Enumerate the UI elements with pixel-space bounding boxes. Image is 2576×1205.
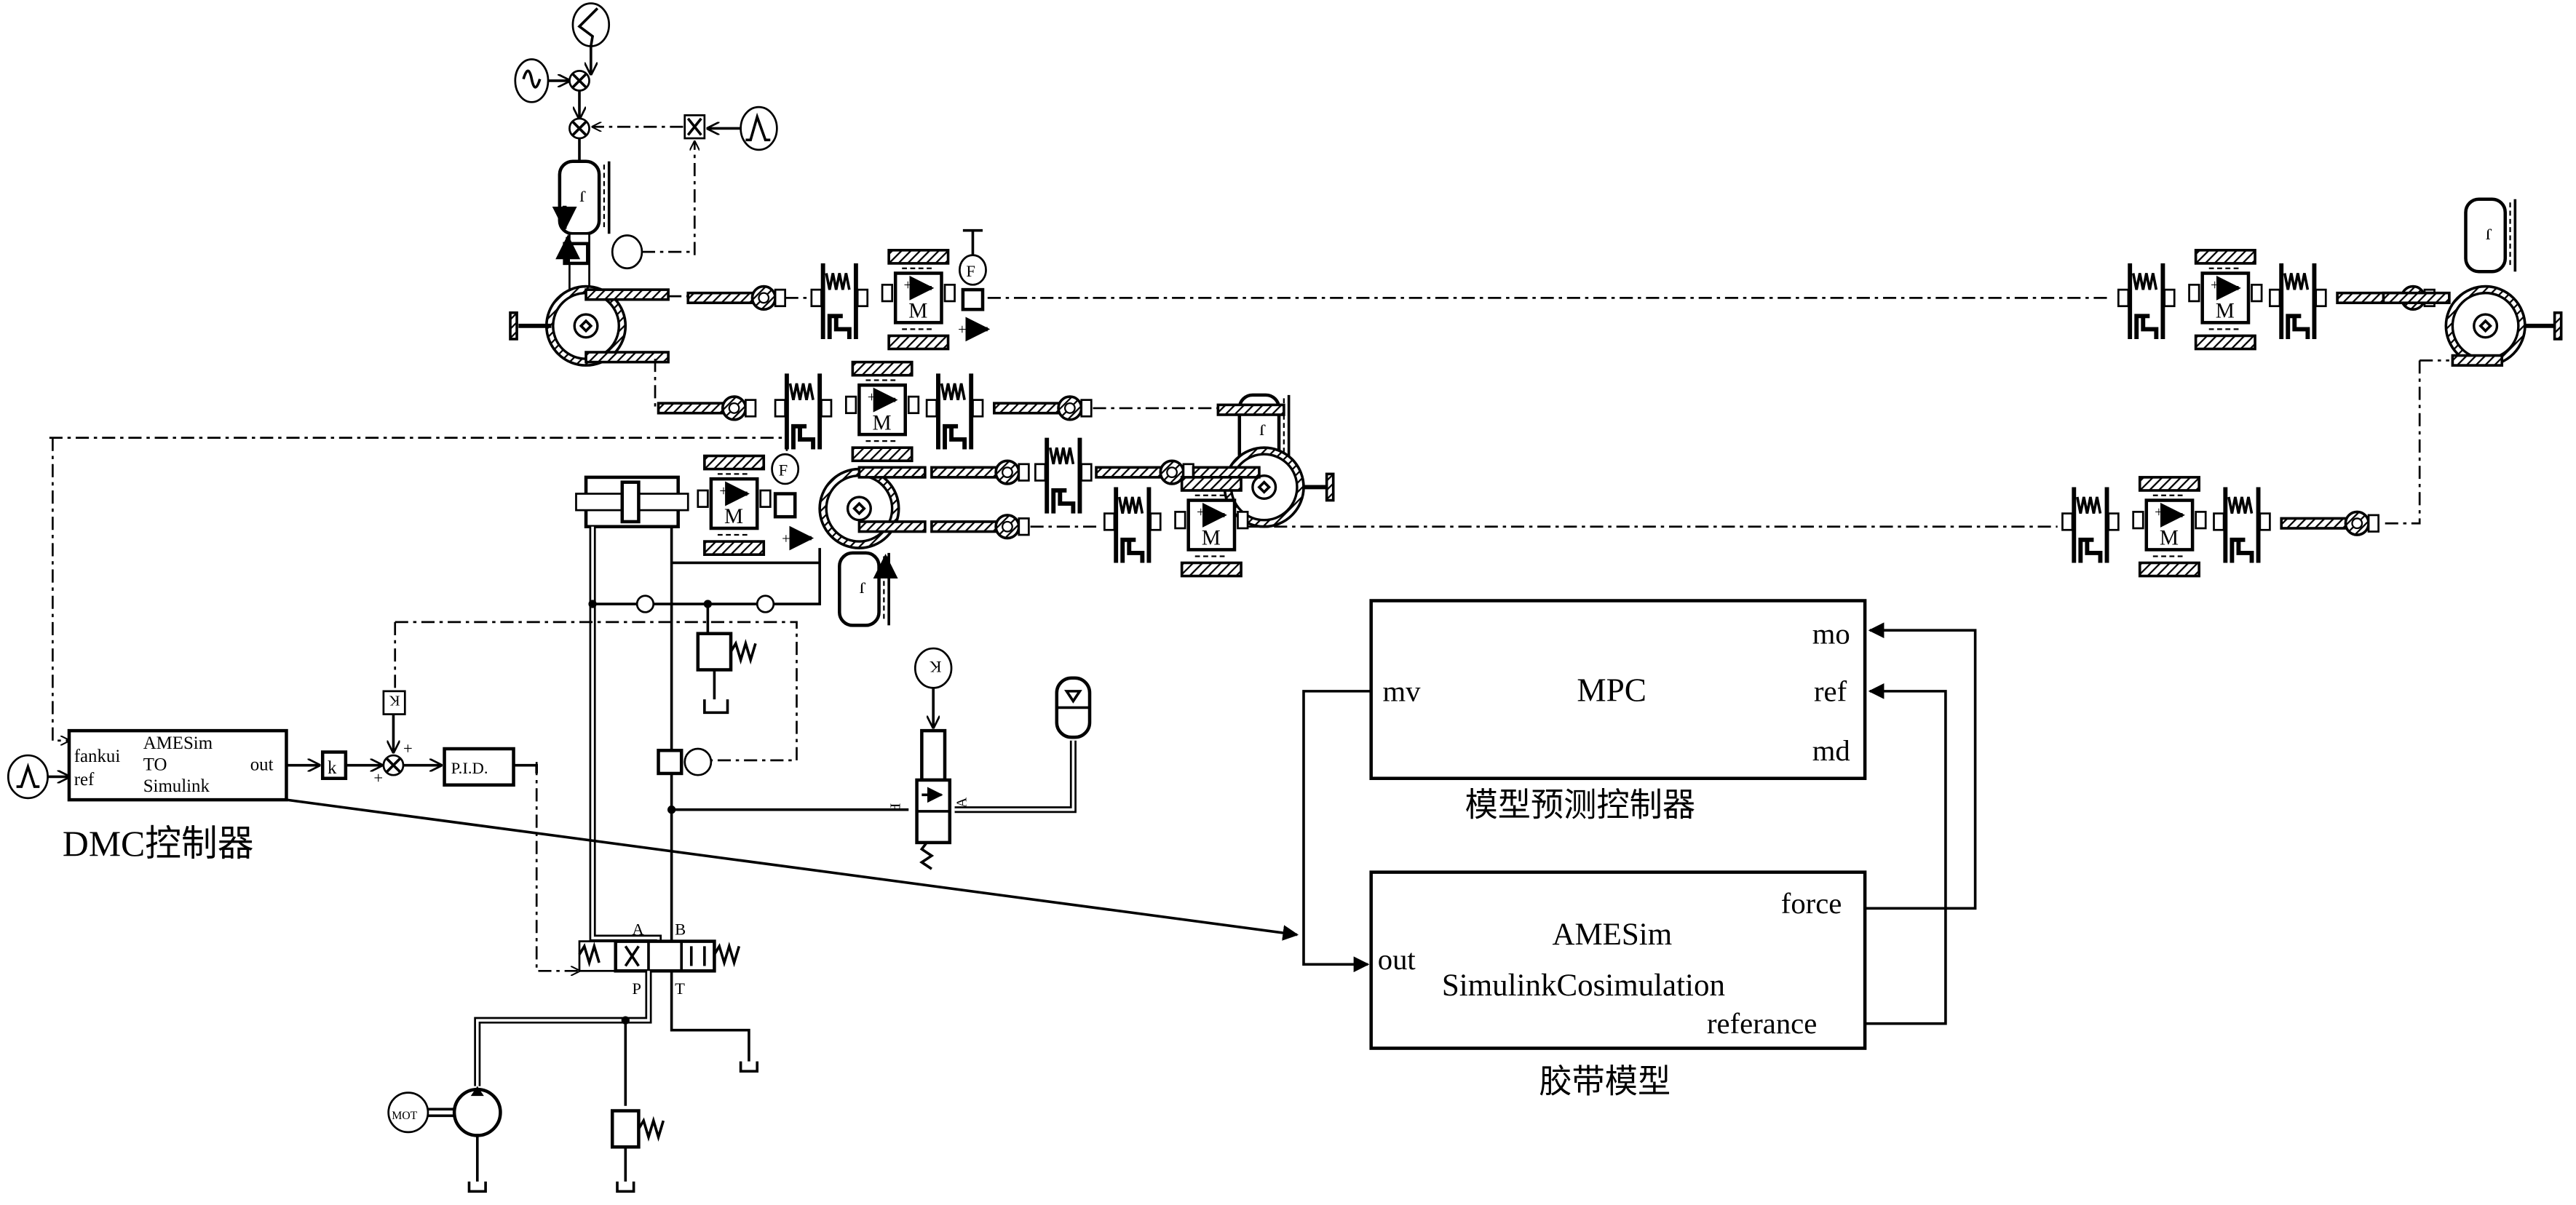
constant-label: K	[389, 693, 400, 709]
signal-chain: k + + K P.I.D.	[286, 621, 1299, 941]
check-valve-icon	[756, 594, 775, 613]
relief-valve-2	[610, 1109, 641, 1149]
belt-title-line-2: SimulinkCosimulation	[1442, 969, 1725, 1003]
belt-caption: 胶带模型	[1539, 1064, 1671, 1100]
belt-port-referance: referance	[1707, 1007, 1817, 1040]
signal-sources-top	[514, 2, 778, 255]
belt-model[interactable]: AMESim SimulinkCosimulation out force re…	[1369, 870, 1867, 1100]
mpc-input-mv: mv	[1383, 675, 1422, 707]
feedback-wiring	[1302, 622, 1977, 1025]
sum-sign-left: +	[373, 769, 383, 787]
dmc-controller[interactable]: fankui ref AMESim TO Simulink out DMC控制器	[7, 437, 288, 864]
reference-source-icon	[7, 754, 49, 800]
belt-model-block	[1369, 870, 1867, 1050]
svg-text:+: +	[782, 530, 790, 546]
mpc-port-md: md	[1812, 734, 1850, 767]
hydraulic-circuit: K P A A B P T MOT	[387, 526, 1092, 1193]
belt-row-top: F +	[509, 199, 2563, 525]
belt-title-line-1: AMESim	[1552, 918, 1672, 952]
source-icon-pulse	[740, 106, 778, 151]
pump-icon	[452, 1087, 502, 1137]
svg-text:+: +	[958, 322, 966, 338]
speed-sensor-icon	[611, 234, 643, 270]
solenoid-signal-label: K	[929, 658, 941, 676]
mpc-title: MPC	[1577, 672, 1646, 708]
port-p-label: P	[887, 803, 903, 811]
mpc-block	[1369, 599, 1867, 780]
belt-input-out: out	[1378, 943, 1416, 976]
relief-valve	[696, 632, 733, 672]
sum-sign-top: +	[403, 739, 413, 757]
dmc-input-ref: ref	[74, 770, 95, 790]
belt-row-third: F +	[49, 438, 2380, 626]
port-p-label: P	[632, 979, 641, 998]
dmc-input-fankui: fankui	[74, 747, 121, 766]
mpc-port-mo: mo	[1812, 617, 1850, 650]
dmc-title-line-2: TO	[143, 755, 167, 774]
dmc-block	[67, 728, 288, 802]
port-a-label: A	[632, 920, 644, 939]
port-a-label: A	[954, 797, 970, 808]
motor-label: MOT	[392, 1110, 417, 1122]
belt-row-second	[654, 359, 1335, 528]
dmc-title-line-1: AMESim	[143, 733, 213, 753]
mpc-caption: 模型预测控制器	[1465, 787, 1696, 824]
motor-icon	[387, 1091, 429, 1134]
port-t-label: T	[675, 979, 685, 998]
pid-block	[443, 747, 515, 787]
port-b-label: B	[675, 920, 686, 939]
svg-text:F: F	[779, 461, 788, 480]
directional-valve	[614, 939, 716, 973]
dmc-output-label: out	[250, 755, 274, 774]
check-valve-icon	[635, 594, 655, 613]
mpc-controller[interactable]: MPC mv mo ref md 模型预测控制器	[1369, 599, 1867, 824]
pid-label: P.I.D.	[451, 759, 488, 777]
dmc-caption: DMC控制器	[63, 824, 254, 864]
force-sensor-label: F	[966, 262, 975, 280]
belt-port-force: force	[1781, 887, 1842, 920]
gain-label: k	[328, 758, 337, 778]
mpc-port-ref: ref	[1814, 675, 1847, 707]
dmc-title-line-3: Simulink	[143, 776, 210, 796]
